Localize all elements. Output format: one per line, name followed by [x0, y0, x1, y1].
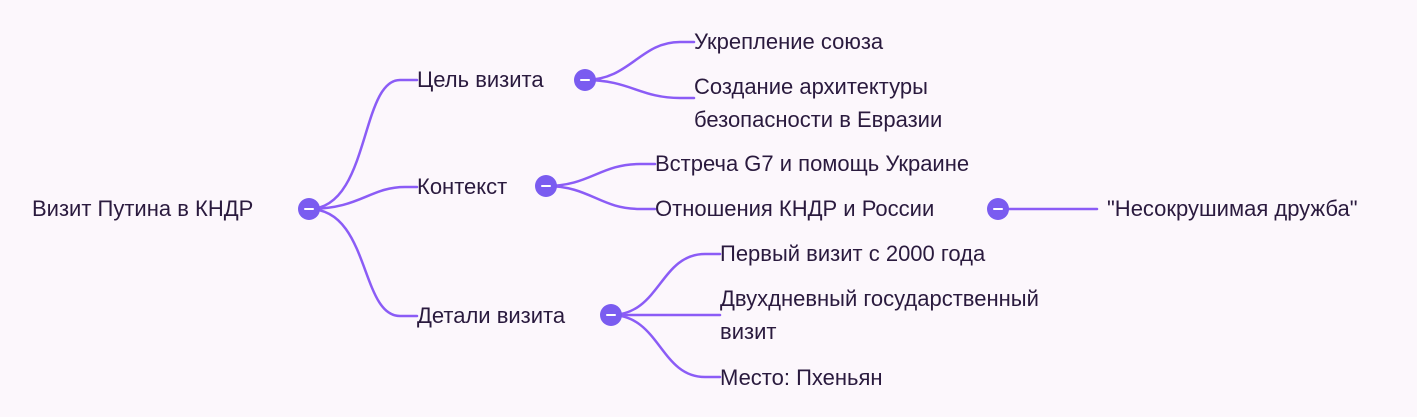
details-two-day-line-1: Двухдневный государственный	[720, 286, 1039, 311]
details-item-place[interactable]: Место: Пхеньян	[720, 365, 883, 390]
edge-goal-security	[583, 78, 696, 100]
edge-details-place	[609, 313, 722, 379]
details-item-two-day-visit[interactable]: Двухдневный государственный визит	[720, 282, 1039, 348]
branch-goal-label[interactable]: Цель визита	[417, 67, 544, 92]
relations-item-friendship[interactable]: "Несокрушимая дружба"	[1107, 196, 1358, 221]
edge-context-g7	[544, 162, 657, 188]
edge-root-details	[307, 207, 419, 318]
context-item-g7[interactable]: Встреча G7 и помощь Украине	[655, 151, 970, 176]
relations-collapse-icon[interactable]	[987, 198, 1009, 220]
edge-root-goal	[307, 78, 419, 211]
edge-root-context	[307, 185, 419, 211]
branch-goal-collapse-icon[interactable]	[574, 69, 596, 91]
goal-item-security-line-1: Создание архитектуры	[694, 74, 928, 99]
root-node-label[interactable]: Визит Путина в КНДР	[32, 196, 254, 221]
branch-context-collapse-icon[interactable]	[535, 175, 557, 197]
edge-goal-alliance	[583, 40, 696, 82]
edge-context-relations	[544, 184, 657, 211]
details-item-first-visit[interactable]: Первый визит с 2000 года	[720, 241, 986, 266]
edge-details-first	[609, 252, 722, 317]
root-collapse-icon[interactable]	[298, 198, 320, 220]
goal-item-security-architecture[interactable]: Создание архитектуры безопасности в Евра…	[694, 70, 942, 136]
context-item-relations[interactable]: Отношения КНДР и России	[655, 196, 935, 221]
branch-context-label[interactable]: Контекст	[417, 174, 508, 199]
branch-details-collapse-icon[interactable]	[600, 304, 622, 326]
details-two-day-line-2: визит	[720, 319, 777, 344]
goal-item-alliance[interactable]: Укрепление союза	[694, 29, 884, 54]
branch-details-label[interactable]: Детали визита	[417, 303, 566, 328]
goal-item-security-line-2: безопасности в Евразии	[694, 107, 943, 132]
